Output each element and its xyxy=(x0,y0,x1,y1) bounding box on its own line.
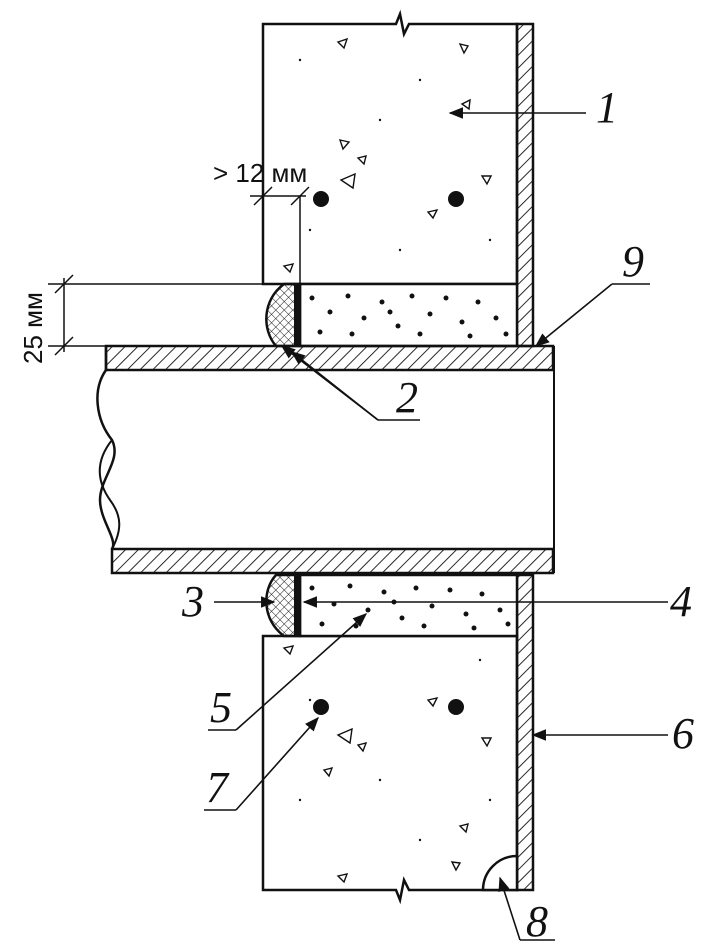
lower-wall-block xyxy=(261,634,519,905)
concrete-specks xyxy=(298,58,492,842)
sealant-strips xyxy=(263,282,302,638)
height-dimension-label: 25 мм xyxy=(18,292,48,364)
rebar-dots xyxy=(313,191,464,715)
gap-dimension xyxy=(250,186,310,284)
callout-3: 3 xyxy=(181,577,204,626)
callout-2: 2 xyxy=(396,373,418,422)
steel-lining xyxy=(515,22,535,892)
height-dimension xyxy=(48,274,263,356)
mineral-fill xyxy=(298,282,519,638)
callout-9: 9 xyxy=(622,237,644,286)
upper-wall-block xyxy=(261,9,519,286)
leader-lines xyxy=(204,107,668,941)
callout-1: 1 xyxy=(596,83,618,132)
pipe xyxy=(96,344,555,575)
callout-6: 6 xyxy=(672,709,694,758)
gap-dimension-label: > 12 мм xyxy=(213,158,307,188)
callout-7: 7 xyxy=(206,763,230,812)
callout-5: 5 xyxy=(210,683,232,732)
concrete-aggregate xyxy=(282,37,493,884)
callout-8: 8 xyxy=(526,897,548,946)
callout-4: 4 xyxy=(670,577,692,626)
